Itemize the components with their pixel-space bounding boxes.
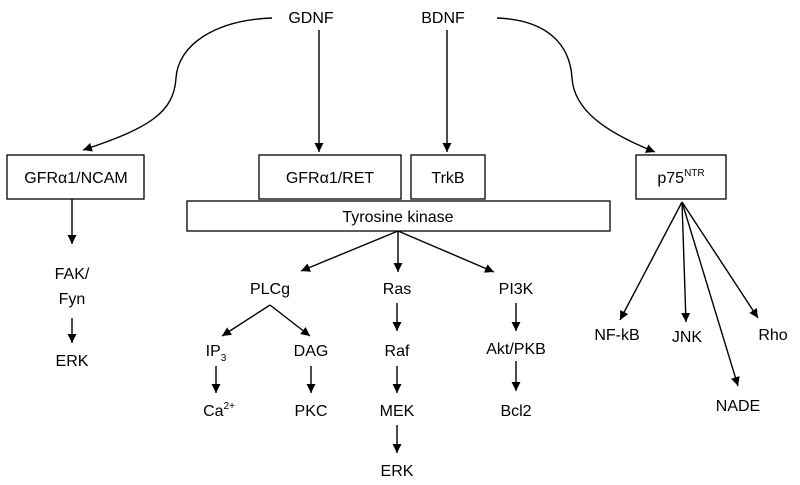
label-raf: Raf [385,343,410,360]
label-dag: DAG [294,343,329,360]
label-bcl2: Bcl2 [500,403,531,420]
label-gfr-ncam: GFRα1/NCAM [24,170,127,187]
edge-plcg-to-dag [269,304,311,337]
box-tyrosine-kinase [186,200,611,232]
label-ca-superscript: 2+ [224,401,236,412]
receptor-boxes [6,154,727,232]
labels: GDNF BDNF GFRα1/NCAM GFRα1/RET TrkB p75N… [24,10,788,480]
label-akt-pkb: Akt/PKB [486,341,546,358]
edge-plcg-to-ip3 [221,304,271,337]
label-bdnf: BDNF [421,10,465,27]
label-fak: FAK/ [55,266,90,283]
label-trkb: TrkB [431,170,464,187]
edge-p75-to-rho [681,201,759,319]
edge-p75-to-nade [681,201,740,387]
label-pkc: PKC [295,403,328,420]
label-tyrosine-kinase: Tyrosine kinase [342,209,453,226]
label-erk-ras: ERK [381,463,414,480]
box-gfr-ret [258,154,402,200]
label-nfkb: NF-kB [594,327,639,344]
label-gfr-ret: GFRα1/RET [286,170,375,187]
box-trkb [410,154,486,200]
label-gdnf: GDNF [288,10,334,27]
edge-tk-to-pi3k [397,230,495,273]
edge-tk-to-plcg [300,230,399,272]
edge-p75-to-jnk [681,201,691,323]
label-ca: Ca2+ [203,401,235,420]
edge-bdnf-to-p75 [496,17,656,153]
box-gfr-ncam [6,154,145,200]
label-erk-ncam: ERK [56,353,89,370]
edges [67,17,759,453]
label-jnk: JNK [672,329,703,346]
label-p75: p75NTR [657,168,704,187]
edge-p75-to-nfkb [619,201,683,321]
label-fyn: Fyn [59,291,86,308]
label-ras: Ras [383,281,411,298]
label-ip3-base: IP [206,343,221,360]
label-ca-base: Ca [203,403,224,420]
label-pi3k: PI3K [499,281,534,298]
label-p75-superscript: NTR [684,168,705,179]
label-ip3-subscript: 3 [221,353,227,364]
box-p75 [635,154,727,200]
label-mek: MEK [380,403,415,420]
label-rho: Rho [758,327,787,344]
edge-gdnf-to-gfr-ncam [82,17,273,152]
label-p75-base: p75 [657,170,684,187]
label-plcg: PLCg [250,281,290,298]
label-nade: NADE [716,398,760,415]
label-ip3: IP3 [206,343,227,364]
